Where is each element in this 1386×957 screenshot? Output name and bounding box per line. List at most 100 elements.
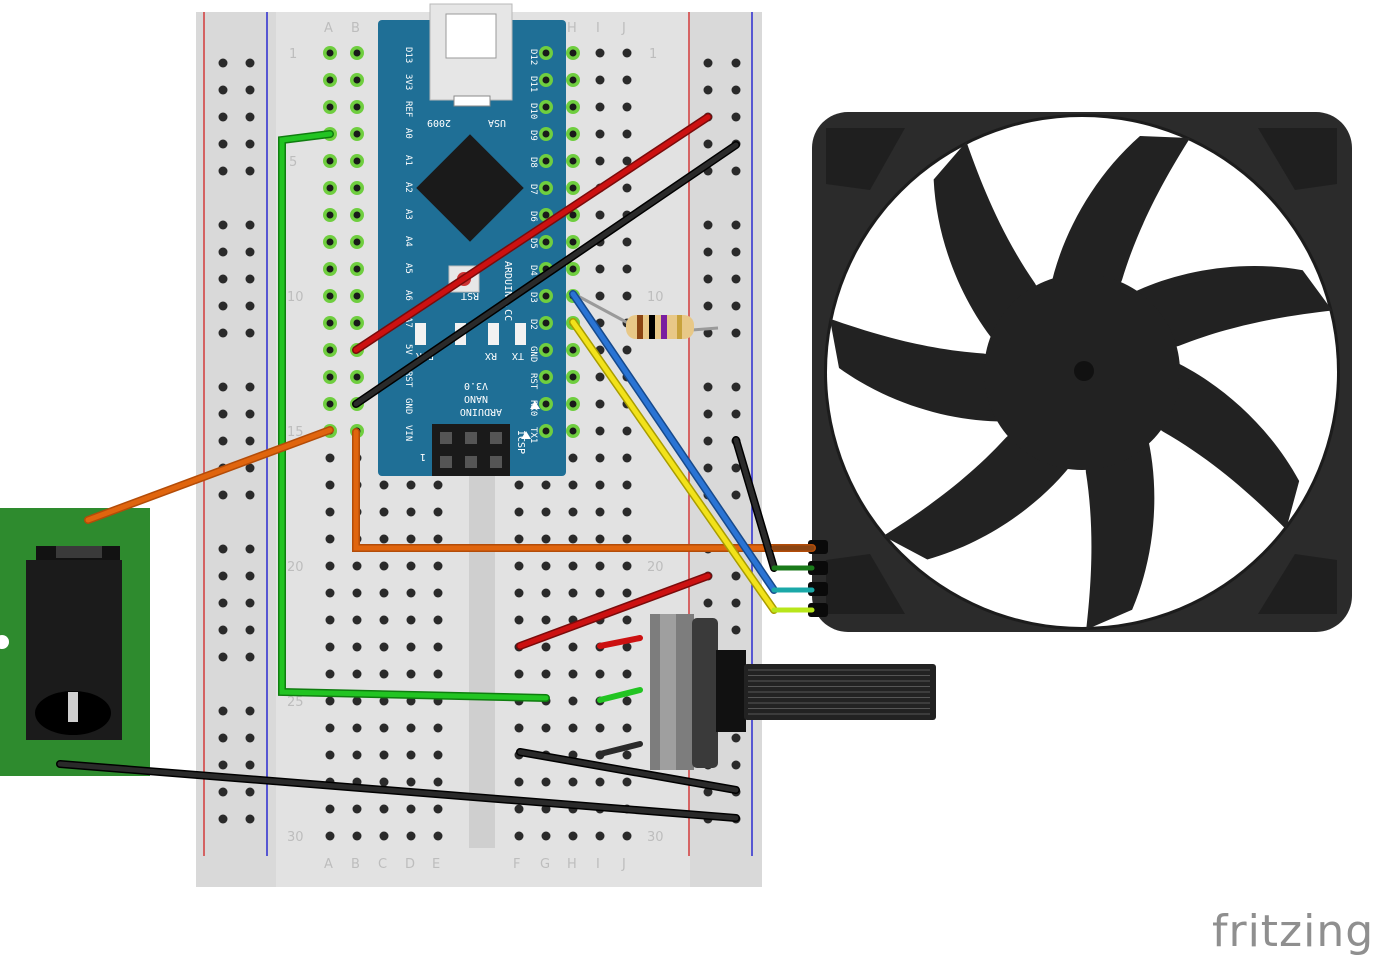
breadboard-hole [514,831,524,841]
col-label-B-bottom: B [351,857,360,872]
breadboard-hole [622,642,632,652]
breadboard-hole [325,453,335,463]
breadboard-hole [406,831,416,841]
breadboard-hole [433,561,443,571]
breadboard-hole [622,426,632,436]
rail-hole [218,571,228,581]
header-pin [569,130,577,138]
header-pin [542,346,550,354]
rail-hole [703,436,713,446]
breadboard-hole [568,453,578,463]
breadboard-hole [622,75,632,85]
rail-hole [245,139,255,149]
breadboard-hole [514,777,524,787]
breadboard-hole [433,723,443,733]
rail-hole [245,274,255,284]
col-label-J-bottom: J [621,857,626,872]
header-pin [353,49,361,57]
breadboard-hole [406,642,416,652]
board-name-label: ARDUINO [460,406,502,417]
rail-hole [731,274,741,284]
rail-hole [731,85,741,95]
rst-label: RST [461,290,479,301]
rail-hole [703,301,713,311]
breadboard-hole [406,669,416,679]
pin-label-left: RST [403,371,413,388]
rail-hole [703,85,713,95]
rail-hole [218,625,228,635]
breadboard-hole [352,588,362,598]
breadboard-hole [379,750,389,760]
breadboard-hole [622,48,632,58]
pin-label-left: A4 [403,236,413,247]
header-pin [326,211,334,219]
breadboard-hole [379,507,389,517]
breadboard-hole [541,723,551,733]
pin-label-right: D4 [528,265,538,276]
rail-hole [245,382,255,392]
row-number-10-right: 10 [647,290,664,305]
pin-label-right: D12 [528,49,538,65]
col-label-I-bottom: I [596,857,600,872]
breadboard-hole [541,561,551,571]
col-label-H-bottom: H [567,857,577,872]
rail-hole [218,166,228,176]
pin-label-left: REF [403,101,413,117]
header-pin [542,76,550,84]
header-pin [569,265,577,273]
year-label: 2009 [427,117,451,128]
rail-hole [218,85,228,95]
header-pin [353,130,361,138]
breadboard-hole [514,507,524,517]
pin-label-left: 5V [403,344,413,355]
pin-label-right: D9 [528,130,538,141]
fan-corner-bl [826,554,905,614]
breadboard-hole [352,642,362,652]
rail-hole [703,58,713,68]
breadboard-hole [541,777,551,787]
row-number-20-right: 20 [647,560,664,575]
breadboard-hole [595,480,605,490]
header-pin [542,130,550,138]
header-pin [326,49,334,57]
led-tx [515,323,526,345]
header-pin [326,319,334,327]
header-pin [353,292,361,300]
pin-label-left: A0 [403,128,413,139]
breadboard-hole [595,399,605,409]
breadboard-hole [379,777,389,787]
breadboard-hole [622,345,632,355]
breadboard-hole [568,507,578,517]
breadboard-hole [622,183,632,193]
rail-hole [703,463,713,473]
rail-hole [218,274,228,284]
breadboard-hole [514,480,524,490]
col-label-I-top: I [596,21,600,36]
breadboard-hole [433,534,443,544]
rail-hole [703,598,713,608]
rail-hole [218,490,228,500]
breadboard-hole [379,480,389,490]
usa-label: USA [488,117,506,128]
icsp-pin [440,432,452,444]
pin-label-left: VIN [403,425,413,441]
breadboard-hole [595,831,605,841]
pin-label-right: D11 [528,76,538,92]
rail-hole [245,463,255,473]
breadboard-hole [325,642,335,652]
row-number-30-left: 30 [287,830,304,845]
breadboard-hole [379,642,389,652]
breadboard-hole [595,777,605,787]
fan-axle [1074,361,1094,381]
breadboard-hole [379,534,389,544]
board-version-label: V3.0 [464,380,488,391]
breadboard-hole [541,507,551,517]
icsp-pin [490,456,502,468]
breadboard-hole [514,669,524,679]
col-label-E-bottom: E [432,857,440,872]
resistor-band-1 [637,315,643,339]
pin-label-left: A5 [403,263,413,274]
breadboard-hole [622,264,632,274]
breadboard-hole [541,588,551,598]
